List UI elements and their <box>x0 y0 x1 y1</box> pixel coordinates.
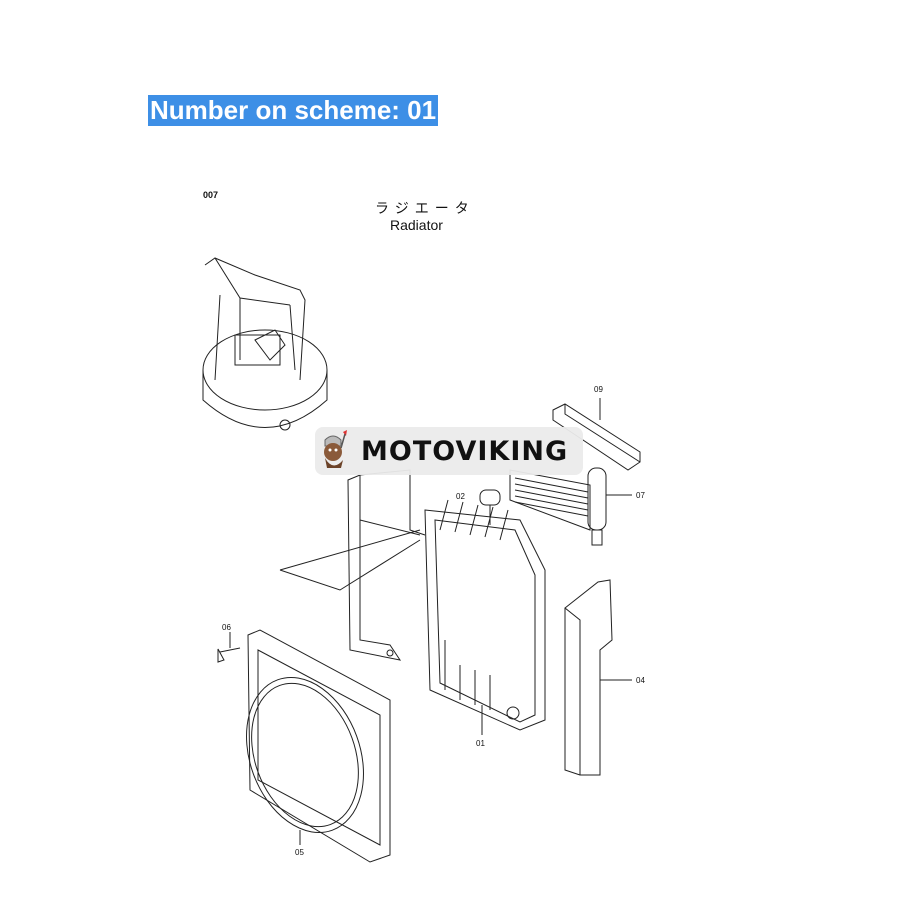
page-code: 007 <box>203 190 219 200</box>
brand-name: MOTOVIKING <box>361 435 569 467</box>
part-04-bracket <box>564 579 613 776</box>
viking-mascot-icon <box>324 430 347 468</box>
diagram-title-jp: ラジエータ <box>375 200 475 216</box>
excavator-overview-illustration <box>202 257 328 431</box>
part-07-oil-cooler <box>509 467 632 546</box>
callout-01: 01 <box>476 739 485 748</box>
part-01-radiator <box>279 489 546 735</box>
callout-04: 04 <box>636 676 645 685</box>
diagram-title-en: Radiator <box>390 217 443 233</box>
shroud-bracket <box>347 469 426 661</box>
callout-09: 09 <box>594 385 603 394</box>
motoviking-watermark: MOTOVIKING <box>315 427 583 475</box>
callout-06: 06 <box>222 623 231 632</box>
callout-05: 05 <box>295 848 304 857</box>
scheme-number-title: Number on scheme: 01 <box>148 95 439 126</box>
callout-07: 07 <box>636 491 645 500</box>
part-05-fan-shroud <box>246 629 391 863</box>
part-09-bracket <box>552 403 641 471</box>
callout-02: 02 <box>456 492 465 501</box>
part-06-bolt <box>217 647 241 663</box>
